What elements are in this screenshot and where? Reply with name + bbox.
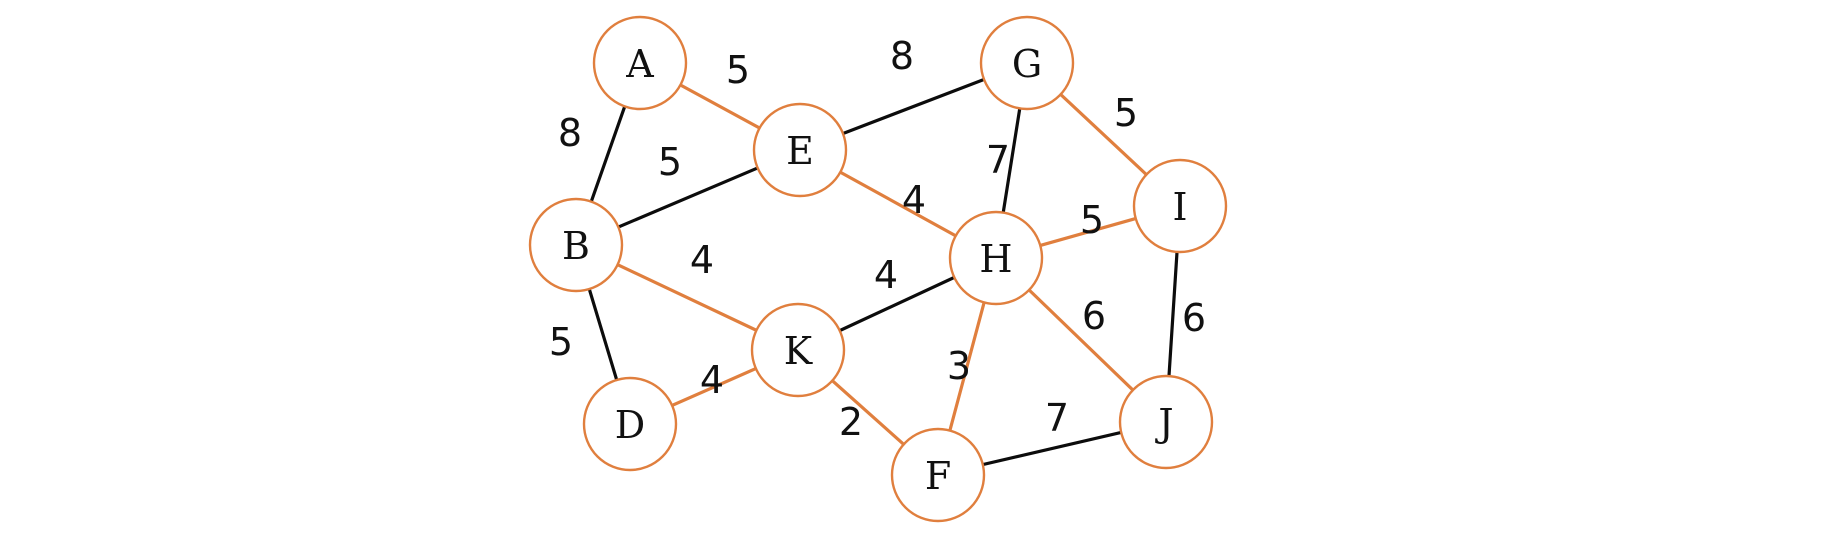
node-h: H [948,210,1044,306]
edge-weight-a-b: 8 [558,111,582,155]
edge-weight-i-j: 6 [1182,296,1206,340]
node-g: G [979,15,1075,111]
node-label-b: B [562,224,590,268]
edge-weight-g-h: 7 [986,138,1010,182]
node-i: I [1132,158,1228,254]
node-circle-e [752,102,848,198]
node-label-k: K [784,329,813,373]
node-circle-i [1132,158,1228,254]
node-a: A [592,15,688,111]
node-e: E [752,102,848,198]
edge-weight-h-j: 6 [1082,294,1106,338]
node-circle-j [1118,374,1214,470]
node-label-f: F [925,454,951,498]
node-label-j: J [1154,401,1173,445]
nodes-layer: A B D E F G H I J K [528,15,1228,523]
edge-weight-b-k: 4 [690,238,714,282]
node-f: F [890,427,986,523]
node-circle-a [592,15,688,111]
edge-weight-k-f: 2 [839,400,863,444]
edge-weight-b-e: 5 [658,140,682,184]
edge-weight-d-k: 4 [700,358,724,402]
edge-weight-b-d: 5 [549,320,573,364]
node-circle-b [528,197,624,293]
node-circle-d [582,376,678,472]
edge-weight-h-i: 5 [1080,198,1104,242]
node-label-d: D [615,403,645,447]
node-d: D [582,376,678,472]
edge-weight-g-i: 5 [1114,91,1138,135]
node-label-g: G [1012,42,1042,86]
node-label-a: A [625,42,654,86]
node-label-e: E [786,129,814,173]
node-circle-f [890,427,986,523]
node-j: J [1118,374,1214,470]
edge-weight-h-f: 3 [947,344,971,388]
node-k: K [750,302,846,398]
node-b: B [528,197,624,293]
edge-weight-e-h: 4 [902,178,926,222]
node-circle-g [979,15,1075,111]
node-circle-h [948,210,1044,306]
node-label-h: H [979,237,1012,281]
edge-weight-e-g: 8 [890,34,914,78]
edge-weight-k-h: 4 [874,253,898,297]
node-label-i: I [1172,185,1187,229]
edge-weight-f-j: 7 [1045,396,1069,440]
edge-weight-a-e: 5 [726,48,750,92]
node-circle-k [750,302,846,398]
